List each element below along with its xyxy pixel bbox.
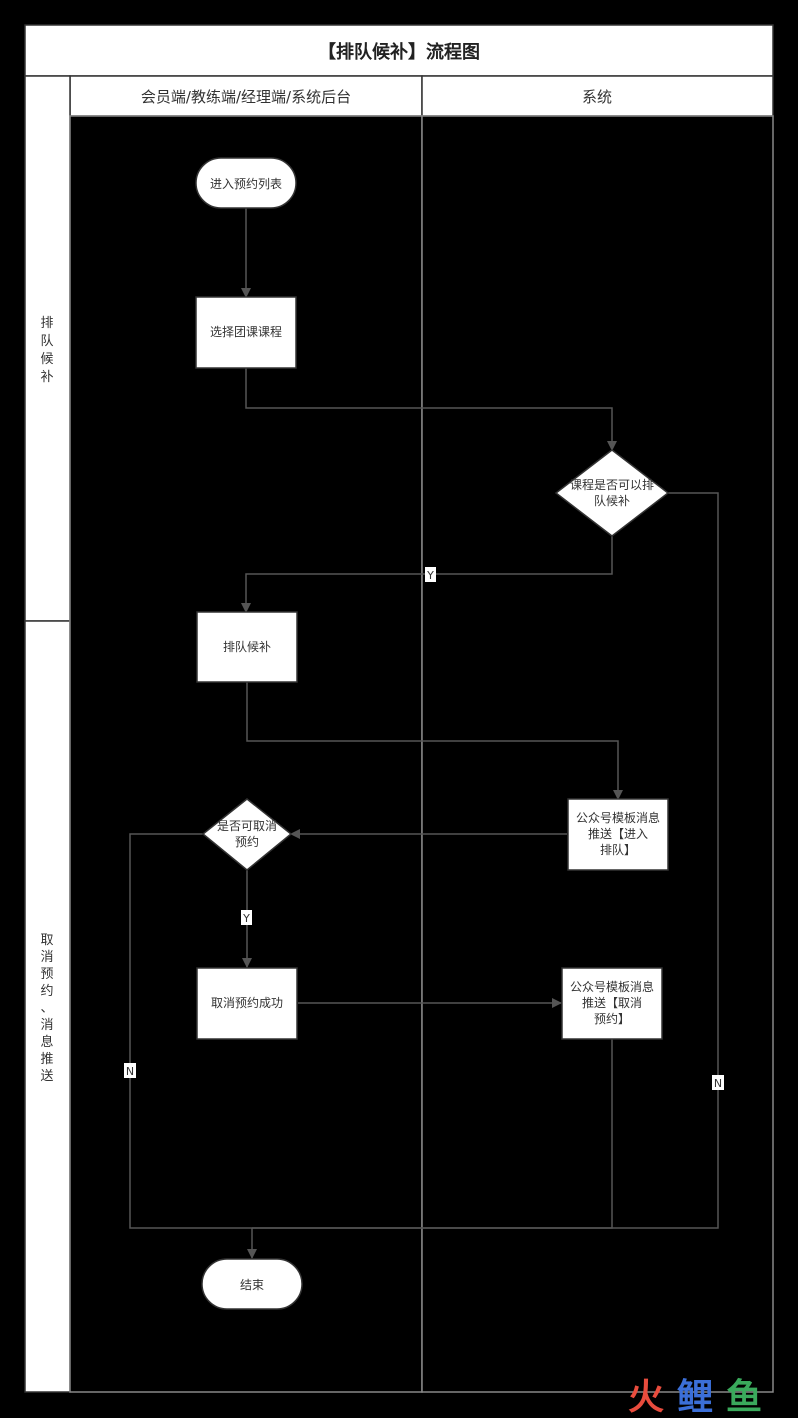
- node-queue-label: 排队候补: [223, 639, 271, 654]
- edge-label-no-1: N: [124, 1063, 136, 1078]
- node-select-course: [195, 296, 297, 369]
- node-enter-list: [195, 157, 297, 209]
- svg-text:Y: Y: [426, 569, 434, 582]
- node-push-cancel: [561, 967, 663, 1040]
- lane-header-row2-label: 取消预约、消息推送: [40, 933, 53, 1084]
- lane-header-col1-label: 会员端/教练端/经理端/系统后台: [141, 88, 351, 106]
- node-select-course-label: 选择团课课程: [210, 324, 282, 339]
- lane-header-row2: [24, 620, 71, 1393]
- watermark-char-1: 火: [628, 1377, 664, 1418]
- edge-label-yes-1: Y: [425, 567, 436, 582]
- node-queue: [196, 611, 298, 683]
- svg-text:N: N: [126, 1065, 134, 1078]
- watermark-char-2: 鲤: [677, 1377, 713, 1418]
- edge-label-yes-2: Y: [241, 910, 252, 925]
- node-cancel-success: [196, 967, 298, 1040]
- watermark-logo: 火 鲤 鱼: [628, 1377, 762, 1418]
- edge-select-to-decision: [245, 368, 617, 451]
- node-enter-list-label: 进入预约列表: [210, 176, 282, 191]
- svg-text:Y: Y: [242, 912, 250, 925]
- node-end: [201, 1258, 303, 1310]
- node-cancel-success-label: 取消预约成功: [211, 995, 283, 1010]
- edge-queue-to-push-enter: [246, 682, 623, 800]
- lane-header-col2: [421, 75, 774, 117]
- lane-header-col2-label: 系统: [582, 88, 612, 106]
- edge-label-no-2: N: [712, 1075, 724, 1090]
- title-bar: [24, 24, 774, 77]
- lane-header-col1: [69, 75, 423, 117]
- lane-body-col2: [421, 115, 774, 1393]
- node-can-cancel-decision: [201, 798, 293, 871]
- node-can-cancel-label: 是否可取消预约: [217, 819, 277, 849]
- edge-cancel-no-to-end: [129, 833, 252, 1229]
- lane-header-row1-label: 排队候补: [40, 316, 53, 385]
- node-push-cancel-label: 公众号模板消息推送【取消预约】: [570, 979, 654, 1026]
- node-push-enter: [567, 798, 669, 871]
- node-can-queue-label: 课程是否可以排队候补: [570, 477, 654, 508]
- svg-text:N: N: [714, 1077, 722, 1090]
- watermark-char-3: 鱼: [726, 1377, 762, 1418]
- edge-push-cancel-to-end: [252, 1039, 613, 1229]
- node-end-label: 结束: [240, 1278, 264, 1292]
- diagram-title: 【排队候补】流程图: [318, 41, 480, 63]
- node-push-enter-label: 公众号模板消息推送【进入排队】: [576, 810, 660, 857]
- node-can-queue-decision: [554, 449, 670, 537]
